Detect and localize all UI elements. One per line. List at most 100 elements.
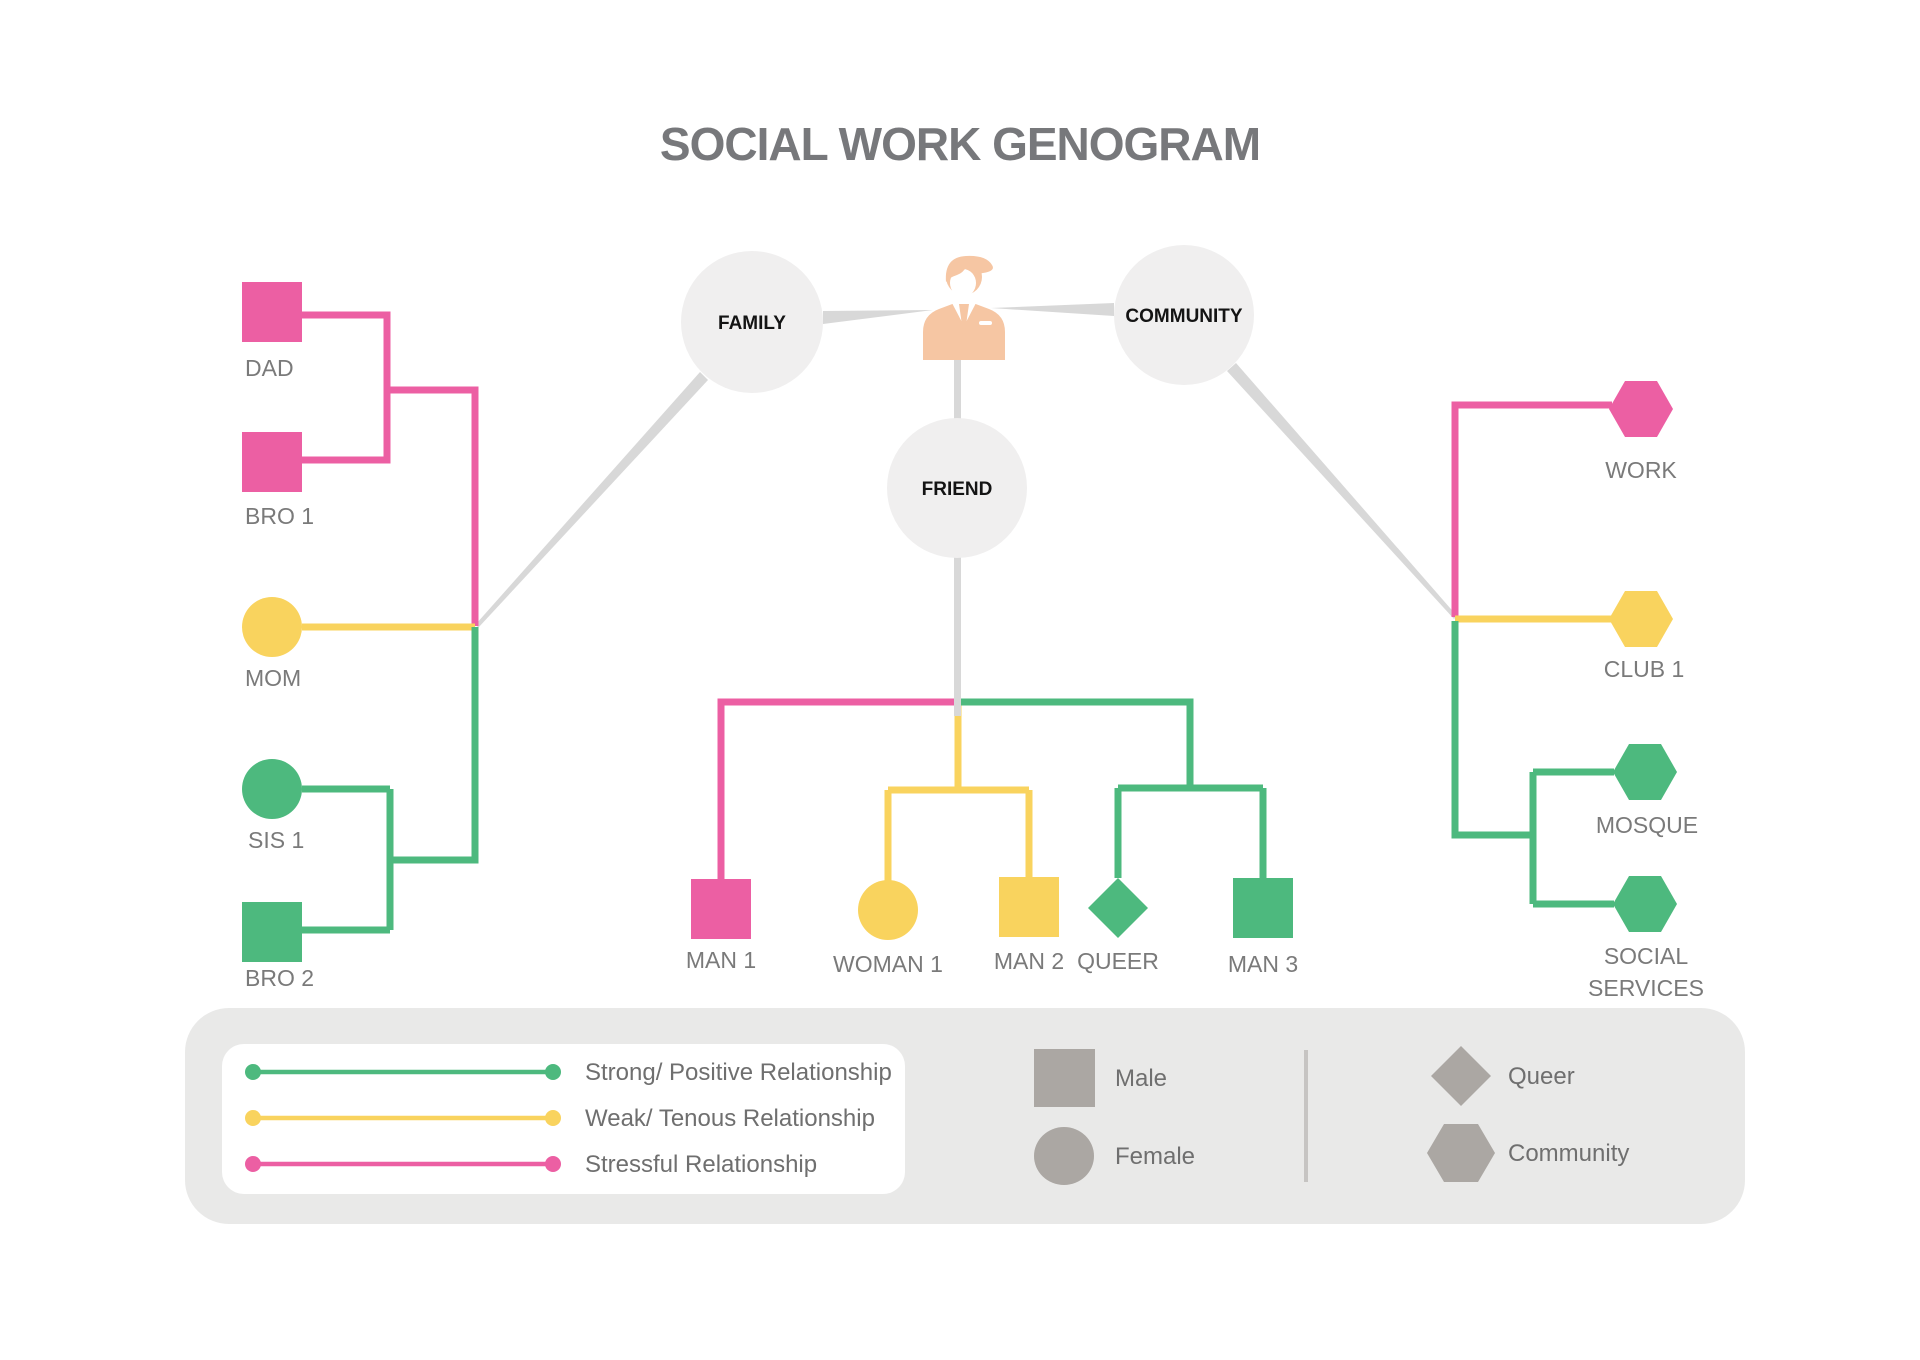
queer-legend-label: Queer [1508, 1063, 1575, 1090]
line-woman1-man2-weak [884, 705, 1033, 881]
community-circle[interactable] [1114, 245, 1254, 385]
hub-connectors [476, 303, 1457, 628]
bro2-label: BRO 2 [245, 965, 314, 991]
hub-nodes: FAMILY COMMUNITY FRIEND [681, 245, 1254, 558]
man3-label: MAN 3 [1228, 951, 1298, 977]
node-dad[interactable]: DAD [242, 282, 302, 381]
legend-shape-female: Female [1034, 1127, 1195, 1185]
queer-label: QUEER [1077, 948, 1159, 974]
female-label: Female [1115, 1143, 1195, 1170]
community-member-nodes: WORK CLUB 1 MOSQUE SOCIAL SERVICES [1588, 381, 1704, 1001]
family-label: FAMILY [718, 313, 786, 334]
community-label: COMMUNITY [1125, 306, 1242, 327]
line-dadbranch-stressful [387, 386, 479, 626]
node-mom[interactable]: MOM [242, 597, 302, 691]
community-tree-lines [1451, 401, 1614, 908]
dad-square[interactable] [242, 282, 302, 342]
weak-relationship-label: Weak/ Tenous Relationship [585, 1105, 875, 1132]
queer-diamond[interactable] [1088, 878, 1148, 938]
bro1-square[interactable] [242, 432, 302, 492]
legend-relationship-panel [222, 1044, 905, 1194]
node-man3[interactable]: MAN 3 [1228, 878, 1298, 977]
legend-row-strong: Strong/ Positive Relationship [245, 1059, 892, 1086]
weak-line-dot-left [245, 1110, 261, 1126]
woman1-circle[interactable] [858, 880, 918, 940]
sis1-label: SIS 1 [248, 827, 304, 853]
node-bro2[interactable]: BRO 2 [242, 902, 314, 991]
bro1-label: BRO 1 [245, 503, 314, 529]
family-tree-lines [302, 311, 479, 934]
dad-label: DAD [245, 355, 294, 381]
stressful-line-dot-left [245, 1156, 261, 1172]
hub-family[interactable]: FAMILY [681, 251, 823, 393]
strong-line-dot-left [245, 1064, 261, 1080]
person-icon[interactable] [923, 255, 1005, 360]
node-bro1[interactable]: BRO 1 [242, 432, 314, 529]
man1-label: MAN 1 [686, 947, 756, 973]
bro2-square[interactable] [242, 902, 302, 962]
strong-relationship-label: Strong/ Positive Relationship [585, 1059, 892, 1086]
line-sis1-bro2-strong [302, 627, 479, 934]
work-label: WORK [1605, 457, 1677, 483]
female-circle-sample [1034, 1127, 1094, 1185]
stressful-line-dot-right [545, 1156, 561, 1172]
legend-shape-queer: Queer [1431, 1046, 1575, 1106]
hub-friend[interactable]: FRIEND [887, 418, 1027, 558]
community-legend-label: Community [1508, 1140, 1629, 1167]
node-social-services[interactable]: SOCIAL SERVICES [1588, 876, 1704, 1001]
person-tie [959, 304, 969, 344]
connector-family-tree [476, 372, 708, 628]
sis1-circle[interactable] [242, 759, 302, 819]
man3-square[interactable] [1233, 878, 1293, 938]
legend-shape-community: Community [1427, 1124, 1629, 1182]
friend-circle[interactable] [887, 418, 1027, 558]
connector-family-person [823, 310, 933, 324]
community-hexagon-sample [1427, 1124, 1495, 1182]
work-hexagon[interactable] [1609, 381, 1673, 437]
legend-row-stressful: Stressful Relationship [245, 1151, 817, 1178]
line-man1-stressful [717, 698, 958, 879]
male-label: Male [1115, 1065, 1167, 1092]
legend-shape-male: Male [1034, 1049, 1167, 1107]
line-mosque-social-strong [1451, 621, 1614, 908]
person-hair [945, 255, 993, 282]
social-services-hexagon[interactable] [1613, 876, 1677, 932]
social-services-label-line1: SOCIAL [1604, 943, 1689, 969]
node-work[interactable]: WORK [1605, 381, 1677, 483]
node-mosque[interactable]: MOSQUE [1596, 744, 1698, 838]
node-woman1[interactable]: WOMAN 1 [833, 880, 943, 977]
node-man1[interactable]: MAN 1 [686, 879, 756, 973]
node-man2[interactable]: MAN 2 [994, 877, 1064, 974]
family-circle[interactable] [681, 251, 823, 393]
man2-square[interactable] [999, 877, 1059, 937]
woman1-label: WOMAN 1 [833, 951, 943, 977]
node-sis1[interactable]: SIS 1 [242, 759, 304, 853]
stressful-relationship-label: Stressful Relationship [585, 1151, 817, 1178]
man1-square[interactable] [691, 879, 751, 939]
legend-row-weak: Weak/ Tenous Relationship [245, 1105, 875, 1132]
person-pocket [979, 321, 992, 325]
friend-tree-lines [717, 698, 1267, 881]
friend-label: FRIEND [922, 479, 993, 500]
hub-community[interactable]: COMMUNITY [1114, 245, 1254, 385]
line-queer-man3-strong [958, 698, 1267, 878]
mom-circle[interactable] [242, 597, 302, 657]
connector-friend-children [954, 556, 961, 716]
connector-community-tree [1227, 363, 1457, 619]
legend-divider [1304, 1050, 1308, 1182]
mom-label: MOM [245, 665, 301, 691]
mosque-label: MOSQUE [1596, 812, 1698, 838]
page-title: SOCIAL WORK GENOGRAM [660, 118, 1260, 170]
queer-diamond-sample [1431, 1046, 1491, 1106]
line-dad-bro1-stressful [302, 311, 391, 464]
club1-hexagon[interactable] [1609, 591, 1673, 647]
node-queer[interactable]: QUEER [1077, 878, 1159, 974]
mosque-hexagon[interactable] [1613, 744, 1677, 800]
connector-person-friend [954, 344, 961, 419]
line-work-stressful [1451, 401, 1612, 617]
family-member-nodes: DAD BRO 1 MOM SIS 1 BRO 2 [242, 282, 314, 991]
club1-label: CLUB 1 [1604, 656, 1685, 682]
node-club1[interactable]: CLUB 1 [1604, 591, 1685, 682]
strong-line-dot-right [545, 1064, 561, 1080]
